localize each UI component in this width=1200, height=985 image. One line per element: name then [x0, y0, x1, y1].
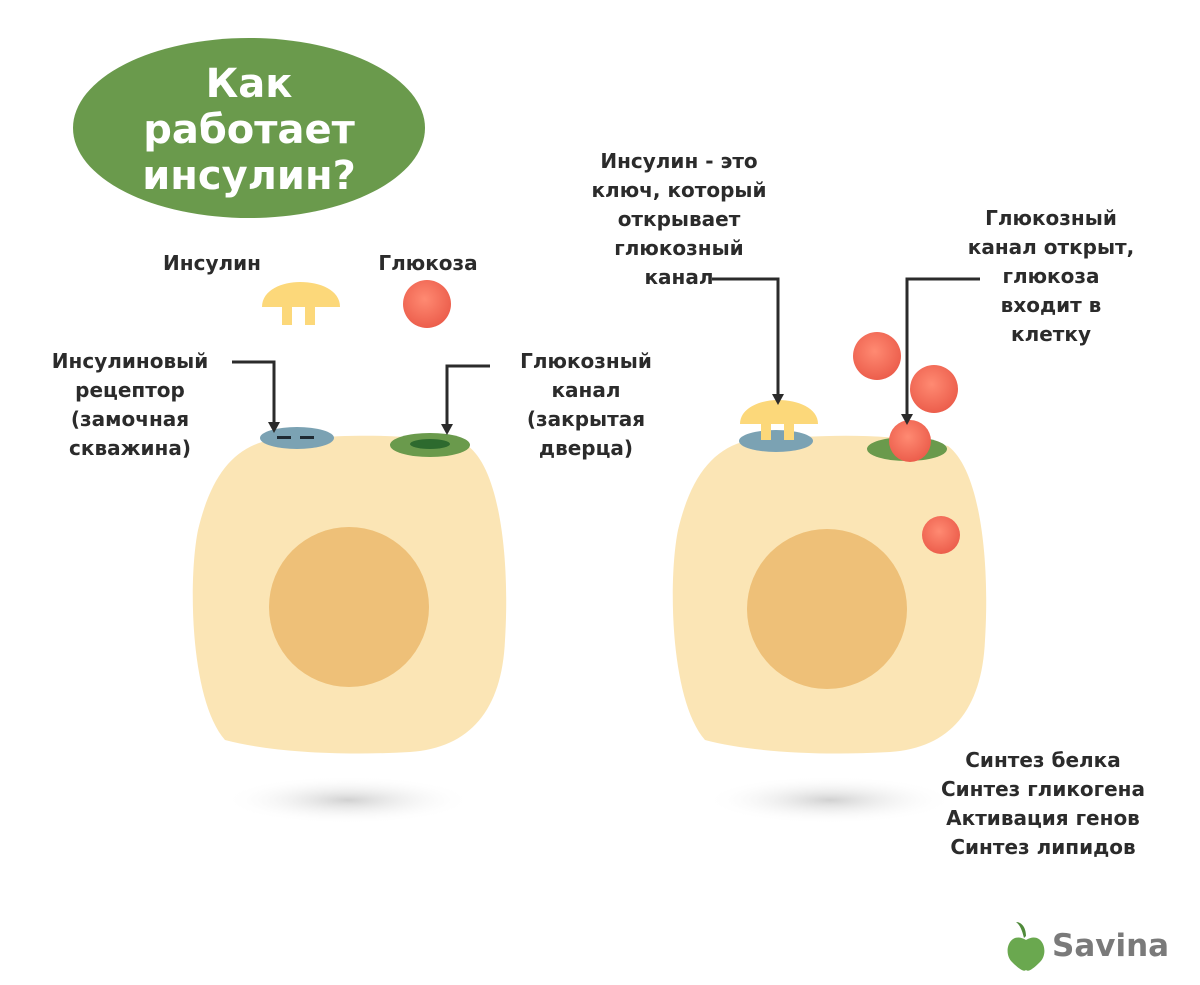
legend-insulin-icon — [262, 282, 340, 325]
channel-arrow-head — [441, 424, 453, 435]
list-item: Синтез белка — [965, 748, 1121, 772]
right-insulin-receptor — [739, 430, 813, 452]
page-title: Как работает инсулин? — [74, 40, 424, 220]
effects-list: Синтез белка Синтез гликогена Активация … — [920, 746, 1166, 862]
open-channel-arrow-head — [901, 414, 913, 425]
legend-glucose-icon — [403, 280, 451, 328]
title-line: работает — [143, 107, 355, 153]
receptor-arrow — [232, 360, 276, 425]
legend-glucose-label: Глюкоза — [378, 251, 478, 275]
glucose-molecule — [910, 365, 958, 413]
left-channel-hole — [410, 439, 450, 449]
savina-logo-icon — [1007, 922, 1045, 971]
glucose-molecule — [853, 332, 901, 380]
open-channel-label: Глюкозный канал открыт, глюкоза входит в… — [967, 206, 1135, 346]
title-background — [73, 38, 425, 218]
right-bound-insulin — [740, 400, 818, 440]
legend-insulin-label: Инсулин — [163, 251, 261, 275]
closed-channel-label: Глюкозный канал (закрытая дверца) — [520, 349, 652, 460]
right-cell-shadow — [705, 776, 955, 824]
left-insulin-receptor — [260, 427, 334, 449]
left-nucleus — [269, 527, 429, 687]
key-arrow-head — [772, 394, 784, 405]
receptor-slot-icon — [300, 436, 314, 439]
key-arrow — [712, 277, 780, 398]
receptor-label: Инсулиновый рецептор (замочная скважина) — [51, 349, 209, 460]
receptor-arrow-head — [268, 422, 280, 433]
channel-arrow — [445, 364, 490, 427]
list-item: Активация генов — [946, 806, 1140, 830]
title-line: инсулин? — [142, 153, 356, 199]
glucose-entering-channel — [889, 420, 931, 462]
right-nucleus — [747, 529, 907, 689]
brand-name: Savina — [1052, 928, 1170, 964]
glucose-inside-cell — [922, 516, 960, 554]
list-item: Синтез липидов — [950, 835, 1136, 859]
left-cell-shadow — [223, 776, 473, 824]
title-line: Как — [205, 61, 293, 107]
open-channel-arrow — [905, 277, 980, 418]
receptor-slot-icon — [277, 436, 291, 439]
list-item: Синтез гликогена — [940, 777, 1145, 801]
insulin-key-label: Инсулин - это ключ, который открывает гл… — [591, 149, 767, 289]
